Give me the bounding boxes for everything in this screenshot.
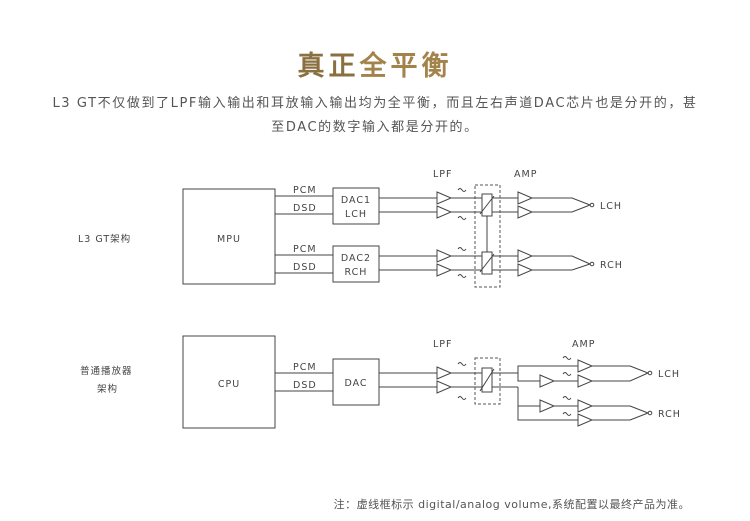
dac2-channel: RCH: [345, 267, 368, 278]
amp-triangle: [539, 399, 556, 413]
volume-dashed-box: [474, 184, 501, 288]
bottom-lpf-label: LPF: [433, 339, 453, 350]
bottom-row-label-1: 普通播放器: [80, 365, 133, 377]
filter-wave-icon: [457, 188, 467, 278]
amp-triangle: [539, 374, 556, 388]
lpf-triangle: [436, 205, 453, 219]
amp-triangle: [517, 205, 534, 219]
mpu-label: MPU: [217, 234, 241, 245]
amp-triangle: [577, 413, 594, 427]
mpu-block: [182, 188, 276, 285]
footnote: 注：虚线框标示 digital/analog volume,系统配置以最终产品为…: [333, 498, 690, 511]
lpf-triangle: [436, 263, 453, 277]
title-part2: 全平衡: [359, 51, 453, 82]
cpu-block: [182, 335, 276, 429]
amp-triangle: [577, 399, 594, 413]
top-out-lch: LCH: [600, 201, 622, 212]
bottom-out-rch: RCH: [658, 409, 681, 420]
top-amp-label: AMP: [514, 169, 537, 180]
lpf-triangle: [436, 191, 453, 205]
amp-triangle: [517, 191, 534, 205]
amp-triangle: [577, 359, 594, 373]
cpu-label: CPU: [218, 379, 240, 390]
dac2-block: [332, 245, 380, 283]
lpf-triangle: [436, 249, 453, 263]
dac1-block: [332, 187, 380, 225]
title-part1: 真正: [297, 51, 360, 82]
page-title: 真正全平衡: [0, 44, 750, 83]
top-pcm-label-1: PCM: [293, 185, 317, 196]
volume-control-icon: [479, 367, 495, 393]
amp-triangle: [517, 249, 534, 263]
top-dsd-label-1: DSD: [293, 203, 317, 214]
filter-wave-icon: [562, 356, 572, 416]
bottom-row-label-2: 架构: [97, 383, 118, 395]
description: L3 GT不仅做到了LPF输入输出和耳放输入输出均为全平衡，而且左右声道DAC芯…: [52, 96, 698, 135]
lpf-triangle: [436, 380, 453, 394]
volume-dashed-box: [474, 357, 501, 405]
bottom-pcm-label: PCM: [293, 362, 317, 373]
bottom-architecture: 普通播放器 架构 CPU PCM DSD DAC LPF AMP: [80, 335, 681, 429]
volume-control-icon: [479, 193, 495, 275]
bottom-amp-label: AMP: [572, 339, 595, 350]
bottom-dsd-label: DSD: [293, 380, 317, 391]
dac-block: [332, 358, 380, 406]
lpf-triangle: [436, 366, 453, 380]
top-pcm-label-2: PCM: [293, 244, 317, 255]
top-out-rch: RCH: [600, 260, 623, 271]
dac-label: DAC: [344, 378, 367, 389]
top-architecture: L3 GT架构 MPU PCM DSD PCM DSD DAC1 LCH DAC…: [78, 169, 623, 288]
top-row-label: L3 GT架构: [78, 233, 131, 245]
dac2-label: DAC2: [341, 253, 371, 264]
amp-triangle: [517, 263, 534, 277]
amp-triangle: [577, 374, 594, 388]
dac1-label: DAC1: [341, 195, 371, 206]
top-dsd-label-2: DSD: [293, 262, 317, 273]
bottom-out-lch: LCH: [658, 369, 680, 380]
top-lpf-label: LPF: [433, 169, 453, 180]
dac1-channel: LCH: [345, 209, 367, 220]
